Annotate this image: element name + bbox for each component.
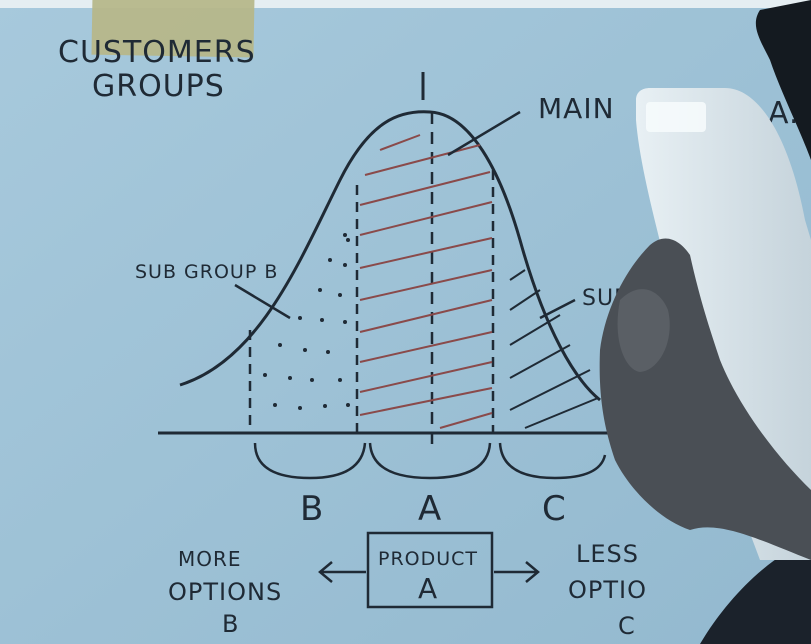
brace-b [253,442,367,480]
person-head [755,0,811,160]
main-leader-line [447,110,521,157]
title-line-1: CUSTOMERS [58,35,256,70]
arrow-left [318,561,366,583]
arrow-right [494,561,540,583]
label-sub-group-b: SUB GROUP B [135,261,278,283]
label-main: MAIN [538,92,615,125]
sub-c-leader-line [539,298,576,320]
brace-a [368,442,492,480]
person-shirt [700,140,811,644]
less-options-line-2: OPTIO [568,576,647,604]
less-options-line-1: LESS [576,540,639,568]
masking-tape [91,0,255,58]
less-options-line-3: C [618,612,636,640]
more-options-line-3: B [222,610,239,638]
bell-curve [179,110,601,402]
product-box-line-2: A [418,572,438,605]
main-group-hatching [359,134,493,429]
paper-top-edge [0,0,811,8]
axis-letter-a: A [418,489,442,529]
more-options-line-2: OPTIONS [168,578,282,606]
fingers [617,289,670,372]
axis-letter-c: C [542,489,567,529]
brace-c [498,442,607,480]
sub-b-leader-line [234,283,291,320]
sub-group-c-hatching [509,269,599,429]
product-box-line-1: PRODUCT [378,548,478,570]
product-box [366,531,494,609]
title-line-2: GROUPS [92,69,225,104]
axis-letter-b: B [300,489,324,529]
more-options-line-1: MORE [178,547,242,571]
sub-group-b-dots [263,233,350,410]
